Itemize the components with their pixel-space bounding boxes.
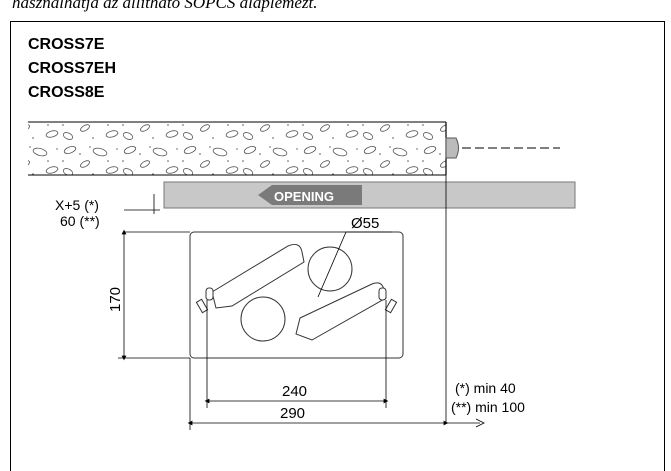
note-min-1: (*) min 40 [455, 380, 516, 396]
wall-section [28, 122, 446, 175]
model-label-3: CROSS8E [28, 84, 105, 101]
diameter-label: Ø55 [351, 215, 379, 232]
dim-top-line1: X+5 (*) [55, 197, 99, 213]
installation-diagram: OPENING Ø55 X+5 (*) 60 (**) 170 240 290 … [28, 121, 576, 430]
dim-width-outer-label: 290 [280, 405, 305, 422]
dim-width-inner-label: 240 [282, 383, 307, 400]
opening-label: OPENING [274, 189, 334, 204]
shaft-cap [445, 137, 459, 159]
gate-bar [163, 181, 576, 209]
header-caption: használhatja az állítható SOPCS alapleme… [12, 0, 318, 12]
dim-top-line2: 60 (**) [60, 213, 100, 229]
diagram-frame [10, 21, 665, 471]
note-min-2: (**) min 100 [451, 399, 525, 415]
screw-left [195, 287, 214, 314]
model-label-2: CROSS7EH [28, 60, 117, 77]
diameter-leader [317, 231, 347, 298]
screw-right [378, 287, 398, 314]
hole-lower [240, 296, 286, 342]
slot-left [211, 244, 305, 309]
dim-height-label: 170 [107, 287, 124, 312]
opening-arrow [258, 185, 362, 205]
model-label-1: CROSS7E [28, 36, 105, 53]
